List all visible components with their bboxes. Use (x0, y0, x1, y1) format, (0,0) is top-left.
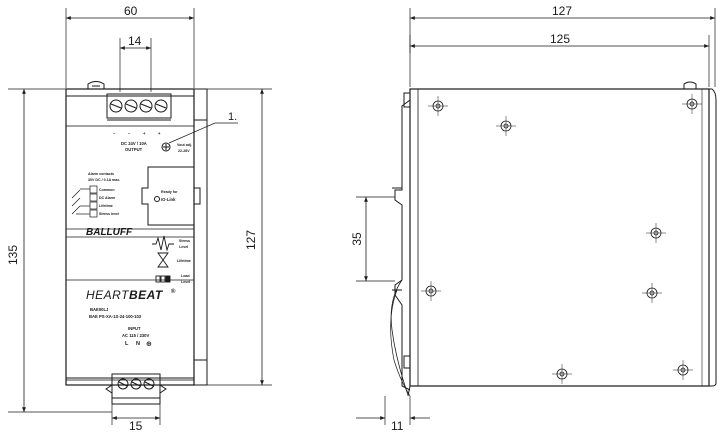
output-label: OUTPUT (125, 147, 143, 152)
load-label: Level (181, 280, 190, 284)
dim-height-body: 127 (244, 230, 258, 250)
input-voltage-label: AC 115 / 230V (122, 333, 149, 338)
stress-level-icon (152, 235, 174, 252)
terminal-polarity: + (143, 131, 146, 136)
io-link-label: IO-Link (161, 197, 176, 202)
load-label: Load (181, 274, 190, 278)
side-housing (409, 88, 710, 387)
screw-icon (496, 116, 516, 136)
input-terminal-block (111, 373, 161, 399)
output-label: DC 24V / 10A (121, 141, 147, 146)
model-label: BAE00LJ (90, 307, 109, 312)
dim-height-total: 135 (6, 245, 20, 265)
io-link-window (141, 166, 201, 226)
screw-icon (646, 223, 666, 243)
dim-width: 60 (124, 4, 138, 18)
alarm-title: 30V DC / 0.1A max. (88, 178, 120, 182)
front-view-labels: 60 14 135 127 15 1. − − + + DC 24V / 10A… (6, 4, 258, 433)
terminal-polarity: + (158, 131, 161, 136)
input-label: INPUT (128, 326, 141, 331)
dim-depth-body: 125 (550, 32, 570, 46)
lifetime-icon (157, 252, 169, 268)
part-number-label: BAE PS-XA-1S-24-100-103 (89, 314, 142, 319)
alarm-item: Lifetime (99, 204, 113, 208)
screw-icon (682, 94, 702, 114)
dim-terminal-top: 14 (128, 34, 142, 48)
stress-label: Stress (179, 239, 190, 243)
output-terminal-screws (109, 99, 168, 113)
alarm-item: Common (99, 188, 115, 192)
dim-offset: 11 (391, 419, 404, 433)
din-clip (394, 99, 411, 391)
screw-icon (421, 281, 441, 301)
screw-icon (552, 364, 572, 384)
screw-icon (642, 283, 662, 303)
io-link-ready-label: Ready for (161, 190, 178, 194)
registered-mark: ® (171, 288, 176, 295)
input-pin-label: ⊕ (146, 341, 152, 348)
input-pin-label: N (136, 341, 140, 347)
lifetime-label: Lifetime (177, 259, 191, 263)
screw-icon (428, 96, 448, 116)
screw-icon (673, 360, 693, 380)
callout-leader (168, 122, 216, 144)
screw-icon (154, 99, 168, 113)
brand-logo: BALLUFF (86, 227, 133, 238)
screw-icon (109, 99, 123, 113)
side-view (356, 8, 717, 425)
callout-number: 1. (228, 111, 237, 123)
io-link-icon (154, 196, 160, 202)
screw-icon (124, 99, 138, 113)
output-terminal-block (106, 93, 172, 119)
side-screws (421, 94, 702, 384)
heartbeat-logo: HEARTBEAT (86, 288, 164, 302)
dim-rail: 35 (350, 232, 364, 246)
screw-icon (143, 378, 155, 390)
alarm-contacts (71, 185, 98, 218)
screw-icon (139, 99, 153, 113)
vout-adj-label: Vout adj. (177, 143, 192, 147)
input-terminal-screws (117, 378, 155, 390)
screw-icon (117, 378, 129, 390)
front-view (8, 8, 272, 425)
input-pin-label: L (125, 341, 129, 347)
potentiometer-icon (161, 142, 171, 152)
side-view-labels: 127 125 35 11 (350, 4, 572, 433)
stress-label: Level (179, 245, 188, 249)
dim-depth-total: 127 (552, 4, 572, 18)
terminal-polarity: − (128, 131, 131, 136)
alarm-item: Stress level (99, 212, 119, 216)
terminal-polarity: − (113, 131, 116, 136)
vout-adj-label: 22-28V (178, 149, 190, 153)
screw-icon (130, 378, 142, 390)
alarm-title: Alarm contacts (88, 172, 114, 176)
dim-terminal-bottom: 15 (129, 419, 143, 433)
alarm-item: DC Alarm (99, 196, 115, 200)
load-level-icon (155, 275, 171, 283)
